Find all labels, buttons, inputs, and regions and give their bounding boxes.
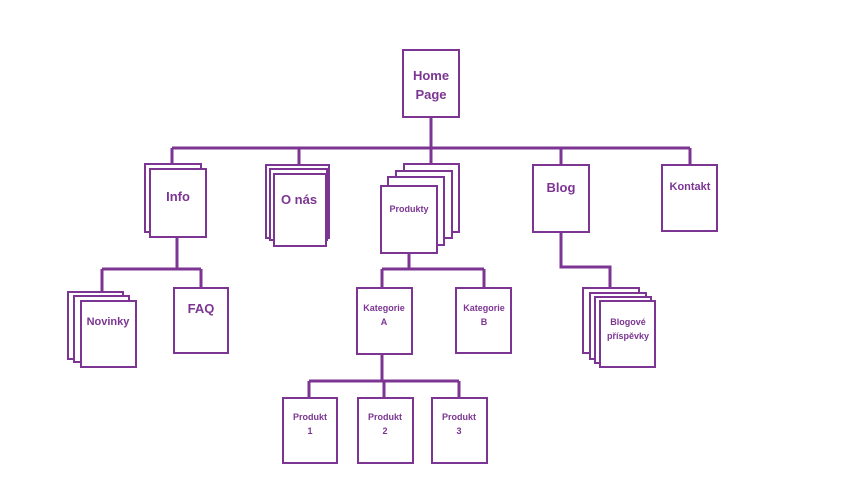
label-kontakt: Kontakt	[670, 181, 711, 193]
label-faq: FAQ	[188, 301, 215, 316]
box-kategorie-b[interactable]	[455, 287, 512, 354]
box-novinky[interactable]	[80, 300, 137, 368]
box-produkt-1[interactable]	[282, 397, 338, 464]
label-kategorie-b-line1: Kategorie	[463, 303, 505, 313]
label-produkt-2-line1: Produkt	[368, 412, 402, 422]
label-novinky: Novinky	[87, 316, 131, 328]
label-kategorie-a-line1: Kategorie	[363, 303, 405, 313]
connectors	[100, 117, 692, 398]
label-blogove-line1: Blogové	[610, 317, 646, 327]
box-blogove[interactable]	[599, 300, 656, 368]
label-blog: Blog	[547, 180, 576, 195]
box-kontakt[interactable]	[661, 164, 718, 232]
label-produkt-3-line2: 3	[456, 426, 461, 436]
label-produkt-1-line1: Produkt	[293, 412, 327, 422]
label-produkty: Produkty	[389, 204, 428, 214]
connector-info-children	[100, 236, 203, 292]
box-onas[interactable]	[273, 173, 327, 247]
label-kategorie-b-line2: B	[481, 317, 488, 327]
box-home[interactable]	[402, 49, 460, 118]
connector-kategorie-a-children	[307, 354, 461, 398]
label-produkt-2-line2: 2	[382, 426, 387, 436]
label-home-line2: Page	[415, 87, 446, 102]
connector-blog-children	[559, 231, 612, 292]
box-produkty[interactable]	[380, 185, 438, 254]
label-produkt-1-line2: 1	[307, 426, 312, 436]
box-faq[interactable]	[173, 287, 229, 354]
label-home-line1: Home	[413, 68, 449, 83]
box-blog[interactable]	[532, 164, 590, 233]
box-produkt-3[interactable]	[431, 397, 488, 464]
box-info[interactable]	[149, 168, 207, 238]
box-produkt-2[interactable]	[357, 397, 414, 464]
label-kategorie-a-line2: A	[381, 317, 388, 327]
label-produkt-3-line1: Produkt	[442, 412, 476, 422]
label-info: Info	[166, 189, 190, 204]
labels: Home Page Info O nás Produkty Blog Konta…	[87, 68, 711, 436]
box-kategorie-a[interactable]	[356, 287, 413, 355]
connector-produkty-children	[380, 253, 486, 288]
boxes	[67, 49, 718, 464]
label-onas: O nás	[281, 192, 317, 207]
label-blogove-line2: příspěvky	[607, 331, 649, 341]
